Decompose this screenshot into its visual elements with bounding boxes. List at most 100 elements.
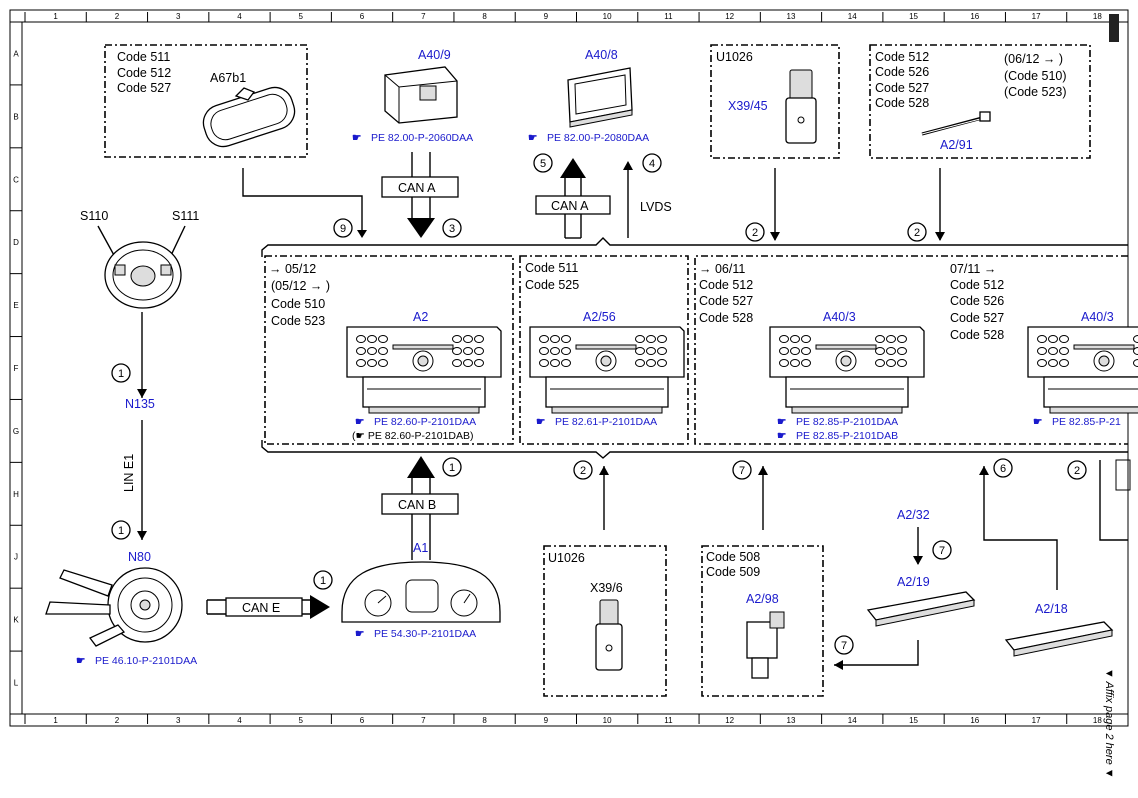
marker-1a-circle (111, 363, 131, 383)
lvds-arrowhead (623, 161, 633, 170)
column-label-bottom: 16 (970, 716, 979, 725)
a2-date-1: → 05/12 (269, 262, 316, 276)
x396-label: X39/6 (590, 581, 623, 595)
a403-ref-1: PE 82.85-P-2101DAA (796, 416, 898, 428)
a219-antenna-module-icon (866, 591, 976, 627)
a408-label: A40/8 (585, 48, 618, 62)
page-corner-tab-icon (1109, 14, 1119, 42)
side-note-text: ▼ Affix page 2 here ▼ (1103, 668, 1115, 779)
a1-ref-pointer-icon: ☛ (355, 628, 365, 640)
a218-arrowhead (979, 466, 989, 475)
marker-2b-circle (907, 222, 927, 242)
a403b-code-3: Code 527 (950, 311, 1004, 325)
a409-ref-pointer-icon: ☛ (352, 132, 362, 144)
page2-connector (1115, 459, 1131, 491)
can-a-down-connection (381, 152, 459, 238)
a298-amplifier-icon (746, 611, 785, 679)
a256-ref: PE 82.61-P-2101DAA (555, 416, 657, 428)
a403b-code-1: Code 512 (950, 278, 1004, 292)
a291-label: A2/91 (940, 138, 973, 152)
column-label-top: 16 (970, 12, 979, 21)
a2-ref-2: (☛ PE 82.60-P-2101DAB) (352, 430, 473, 442)
a2-label: A2 (413, 310, 428, 324)
can-e-connection (206, 595, 330, 619)
column-label-bottom: 8 (482, 716, 487, 725)
x3945-socket-icon (785, 69, 817, 144)
a403b-ref-pointer-icon: ☛ (1033, 416, 1043, 428)
row-label: E (13, 301, 18, 310)
a291-code-4: Code 528 (875, 96, 929, 110)
column-label-bottom: 14 (848, 716, 857, 725)
marker-7b-circle (932, 540, 952, 560)
column-label-top: 13 (787, 12, 796, 21)
marker-1a: 1 (118, 368, 124, 380)
column-label-top: 3 (176, 12, 181, 21)
row-label: G (13, 427, 19, 436)
a67b1-code-1: Code 511 (117, 50, 170, 64)
marker-1b: 1 (118, 525, 124, 537)
n80-ref: PE 46.10-P-2101DAA (95, 655, 197, 667)
u1026-top-box (710, 44, 840, 159)
column-label-bottom: 4 (237, 716, 242, 725)
column-label-top: 8 (482, 12, 487, 21)
row-label: J (14, 553, 18, 562)
a291-box (869, 44, 1091, 159)
column-label-top: 14 (848, 12, 857, 21)
side-note: ▼ Affix page 2 here ▼ (1103, 668, 1115, 779)
row-label: K (13, 616, 19, 625)
a403-code-3: Code 528 (699, 311, 753, 325)
a403-code-1: Code 512 (699, 278, 753, 292)
a67b1-to-head-unit-line (242, 168, 363, 235)
a219-label: A2/19 (897, 575, 930, 589)
a408-display-icon (567, 67, 633, 128)
row-label: D (13, 238, 19, 247)
a291-arrowhead (935, 232, 945, 241)
marker-5: 5 (540, 158, 546, 170)
a403b-code-4: Code 528 (950, 328, 1004, 342)
a218-label: A2/18 (1035, 602, 1068, 616)
column-label-bottom: 3 (176, 716, 181, 725)
x396-socket-icon (595, 599, 623, 671)
a232-arrowhead (913, 556, 923, 565)
page2-line (1099, 460, 1128, 541)
column-label-top: 6 (360, 12, 365, 21)
column-label-bottom: 12 (725, 716, 734, 725)
a403b-radio-unit-icon (1027, 326, 1138, 414)
can-e-label: CAN E (242, 601, 280, 615)
a219-arrowhead (834, 660, 843, 670)
marker-3-circle (442, 218, 462, 238)
a409-module-icon (384, 66, 458, 124)
a403-code-2: Code 527 (699, 294, 753, 308)
column-label-top: 18 (1093, 12, 1102, 21)
a403-ref-pointer-icon: ☛ (777, 416, 787, 428)
column-label-top: 1 (53, 12, 58, 21)
s110-label: S110 (80, 209, 108, 223)
s111-label: S111 (172, 209, 199, 223)
a67b1-label: A67b1 (210, 71, 246, 85)
a256-radio-unit-icon (529, 326, 685, 414)
lin-arrowhead (137, 531, 147, 540)
column-label-top: 2 (115, 12, 120, 21)
row-label: F (14, 364, 19, 373)
marker-4-circle (642, 153, 662, 173)
a256-box (519, 255, 689, 445)
a67b1-arrowhead (357, 230, 367, 238)
column-label-top: 17 (1032, 12, 1041, 21)
a232-label: A2/32 (897, 508, 930, 522)
marker-4: 4 (649, 158, 655, 170)
marker-5-circle (533, 153, 553, 173)
column-label-top: 10 (603, 12, 612, 21)
marker-2a: 2 (752, 227, 758, 239)
n80-label: N80 (128, 550, 151, 564)
marker-9-circle (333, 218, 353, 238)
a403b-ref: PE 82.85-P-21 (1052, 416, 1121, 428)
marker-1c-circle (313, 570, 333, 590)
can-a-up-connection (535, 158, 611, 239)
marker-7b: 7 (939, 545, 945, 557)
u1026-bottom-arrowhead (599, 466, 609, 475)
a2-code-1: Code 510 (271, 297, 325, 311)
row-label: B (13, 112, 18, 121)
u1026-bottom-title: U1026 (548, 551, 585, 565)
u1026-top-arrowhead (770, 232, 780, 241)
a298-box (701, 545, 824, 697)
